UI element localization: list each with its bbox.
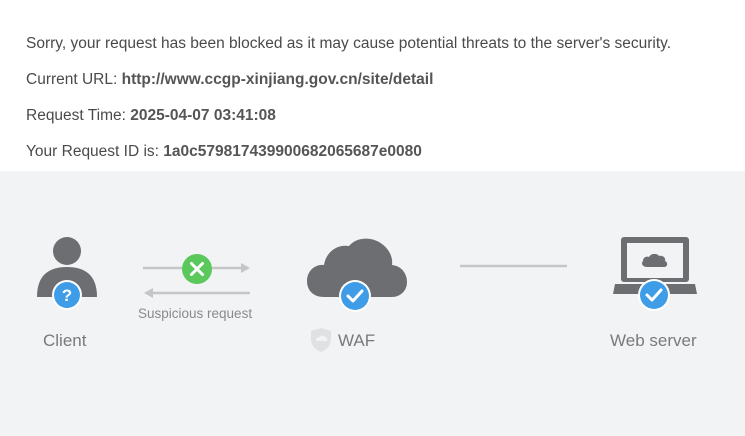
diagram-panel: ? Client Suspicious request WAF Web s <box>0 171 745 436</box>
current-url-row: Current URL: http://www.ccgp-xinjiang.go… <box>26 71 433 89</box>
blocked-text: Sorry, your request has been blocked as … <box>26 35 672 52</box>
monitor-check-icon <box>613 237 697 311</box>
request-time-row: Request Time: 2025-04-07 03:41:08 <box>26 107 276 125</box>
cloud-check-icon <box>307 238 407 312</box>
url-label: Current URL: <box>26 71 118 88</box>
user-question-icon: ? <box>37 237 97 310</box>
client-label: Client <box>43 331 87 350</box>
url-value: http://www.ccgp-xinjiang.gov.cn/site/det… <box>121 71 434 88</box>
request-id-row: Your Request ID is: 1a0c5798174399006820… <box>26 143 422 161</box>
connection-line <box>460 264 567 268</box>
x-circle-icon <box>182 254 212 284</box>
message-area: Sorry, your request has been blocked as … <box>0 0 745 171</box>
suspicious-request-label: Suspicious request <box>138 306 253 321</box>
time-value: 2025-04-07 03:41:08 <box>130 107 276 124</box>
id-value: 1a0c579817439900682065687e0080 <box>163 143 422 160</box>
id-label: Your Request ID is: <box>26 143 159 160</box>
web-server-label: Web server <box>610 331 697 350</box>
blocked-message: Sorry, your request has been blocked as … <box>26 35 671 53</box>
waf-label: WAF <box>338 331 376 350</box>
shield-icon <box>311 328 331 352</box>
time-label: Request Time: <box>26 107 126 124</box>
svg-text:?: ? <box>62 286 72 305</box>
